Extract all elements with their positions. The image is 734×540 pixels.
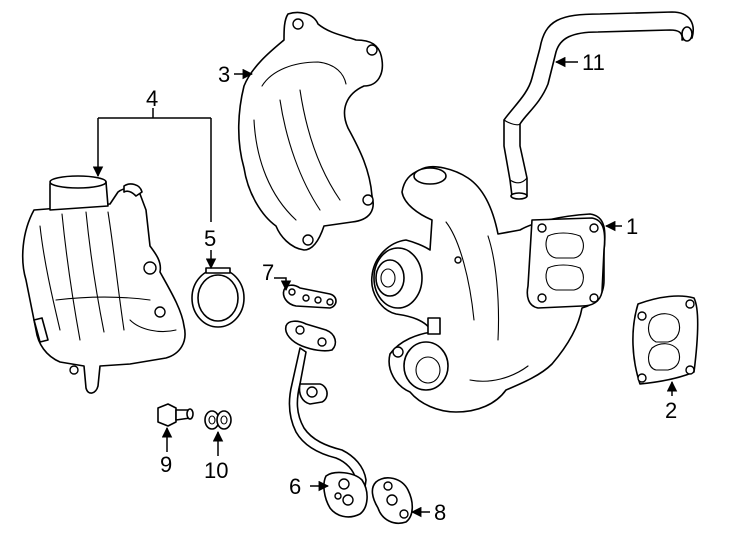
callout-3: 3	[218, 62, 230, 87]
callout-6: 6	[289, 474, 301, 499]
part-8-gasket	[371, 477, 414, 524]
part-5-gasket-ring	[191, 267, 245, 328]
part-1-turbocharger	[371, 165, 606, 413]
callout-labels: 1 2 3 4 5 6 7 8 9 10 11	[146, 50, 677, 525]
part-6-oil-tube	[284, 320, 368, 518]
callout-11: 11	[582, 50, 605, 75]
callout-2: 2	[665, 398, 677, 423]
callout-10: 10	[204, 458, 228, 483]
part-3-heat-shield	[237, 11, 384, 251]
part-11-hose	[503, 11, 694, 200]
callout-8: 8	[434, 500, 446, 525]
callout-7: 7	[262, 260, 274, 285]
part-7-gasket	[282, 284, 337, 309]
part-9-bolt	[157, 403, 194, 427]
part-4-outlet-housing	[21, 175, 186, 394]
leader-lines	[92, 56, 678, 518]
callout-4: 4	[146, 86, 158, 111]
callout-9: 9	[160, 452, 172, 477]
callout-5: 5	[204, 226, 216, 251]
callout-1: 1	[626, 214, 638, 239]
part-10-washers	[204, 410, 232, 430]
part-2-gasket	[632, 295, 699, 385]
